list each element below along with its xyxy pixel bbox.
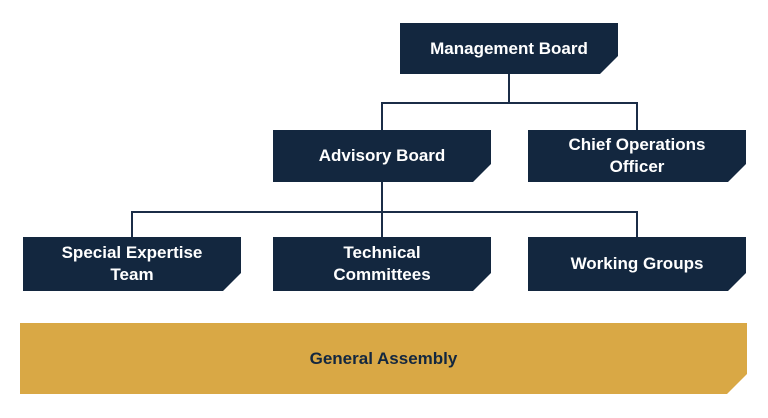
node-special-expertise-team-label: Special Expertise Team	[61, 243, 203, 284]
node-advisory-board-label: Advisory Board	[318, 146, 446, 166]
node-technical-committees-label: Technical Committees	[333, 243, 431, 284]
connector-tc-drop	[381, 211, 383, 237]
node-working-groups: Working Groups	[528, 237, 746, 291]
node-special-expertise-team: Special Expertise Team	[23, 237, 241, 291]
connector-set-drop	[131, 211, 133, 237]
node-management-board-label: Management Board	[430, 38, 588, 58]
node-chief-operations-officer-label: Chief Operations Officer	[568, 135, 706, 176]
connector-advisory-down	[381, 182, 383, 213]
node-chief-operations-officer: Chief Operations Officer	[528, 130, 746, 182]
connector-advisory-drop	[381, 102, 383, 130]
node-advisory-board: Advisory Board	[273, 130, 491, 182]
connector-mb-down	[508, 74, 510, 104]
node-general-assembly-label: General Assembly	[309, 348, 458, 368]
node-working-groups-label: Working Groups	[570, 254, 704, 274]
connector-row3-horizontal	[131, 211, 638, 213]
node-management-board: Management Board	[400, 23, 618, 74]
node-technical-committees: Technical Committees	[273, 237, 491, 291]
connector-wg-drop	[636, 211, 638, 237]
node-general-assembly: General Assembly	[20, 323, 747, 394]
connector-coo-drop	[636, 102, 638, 130]
connector-row2-horizontal	[381, 102, 638, 104]
